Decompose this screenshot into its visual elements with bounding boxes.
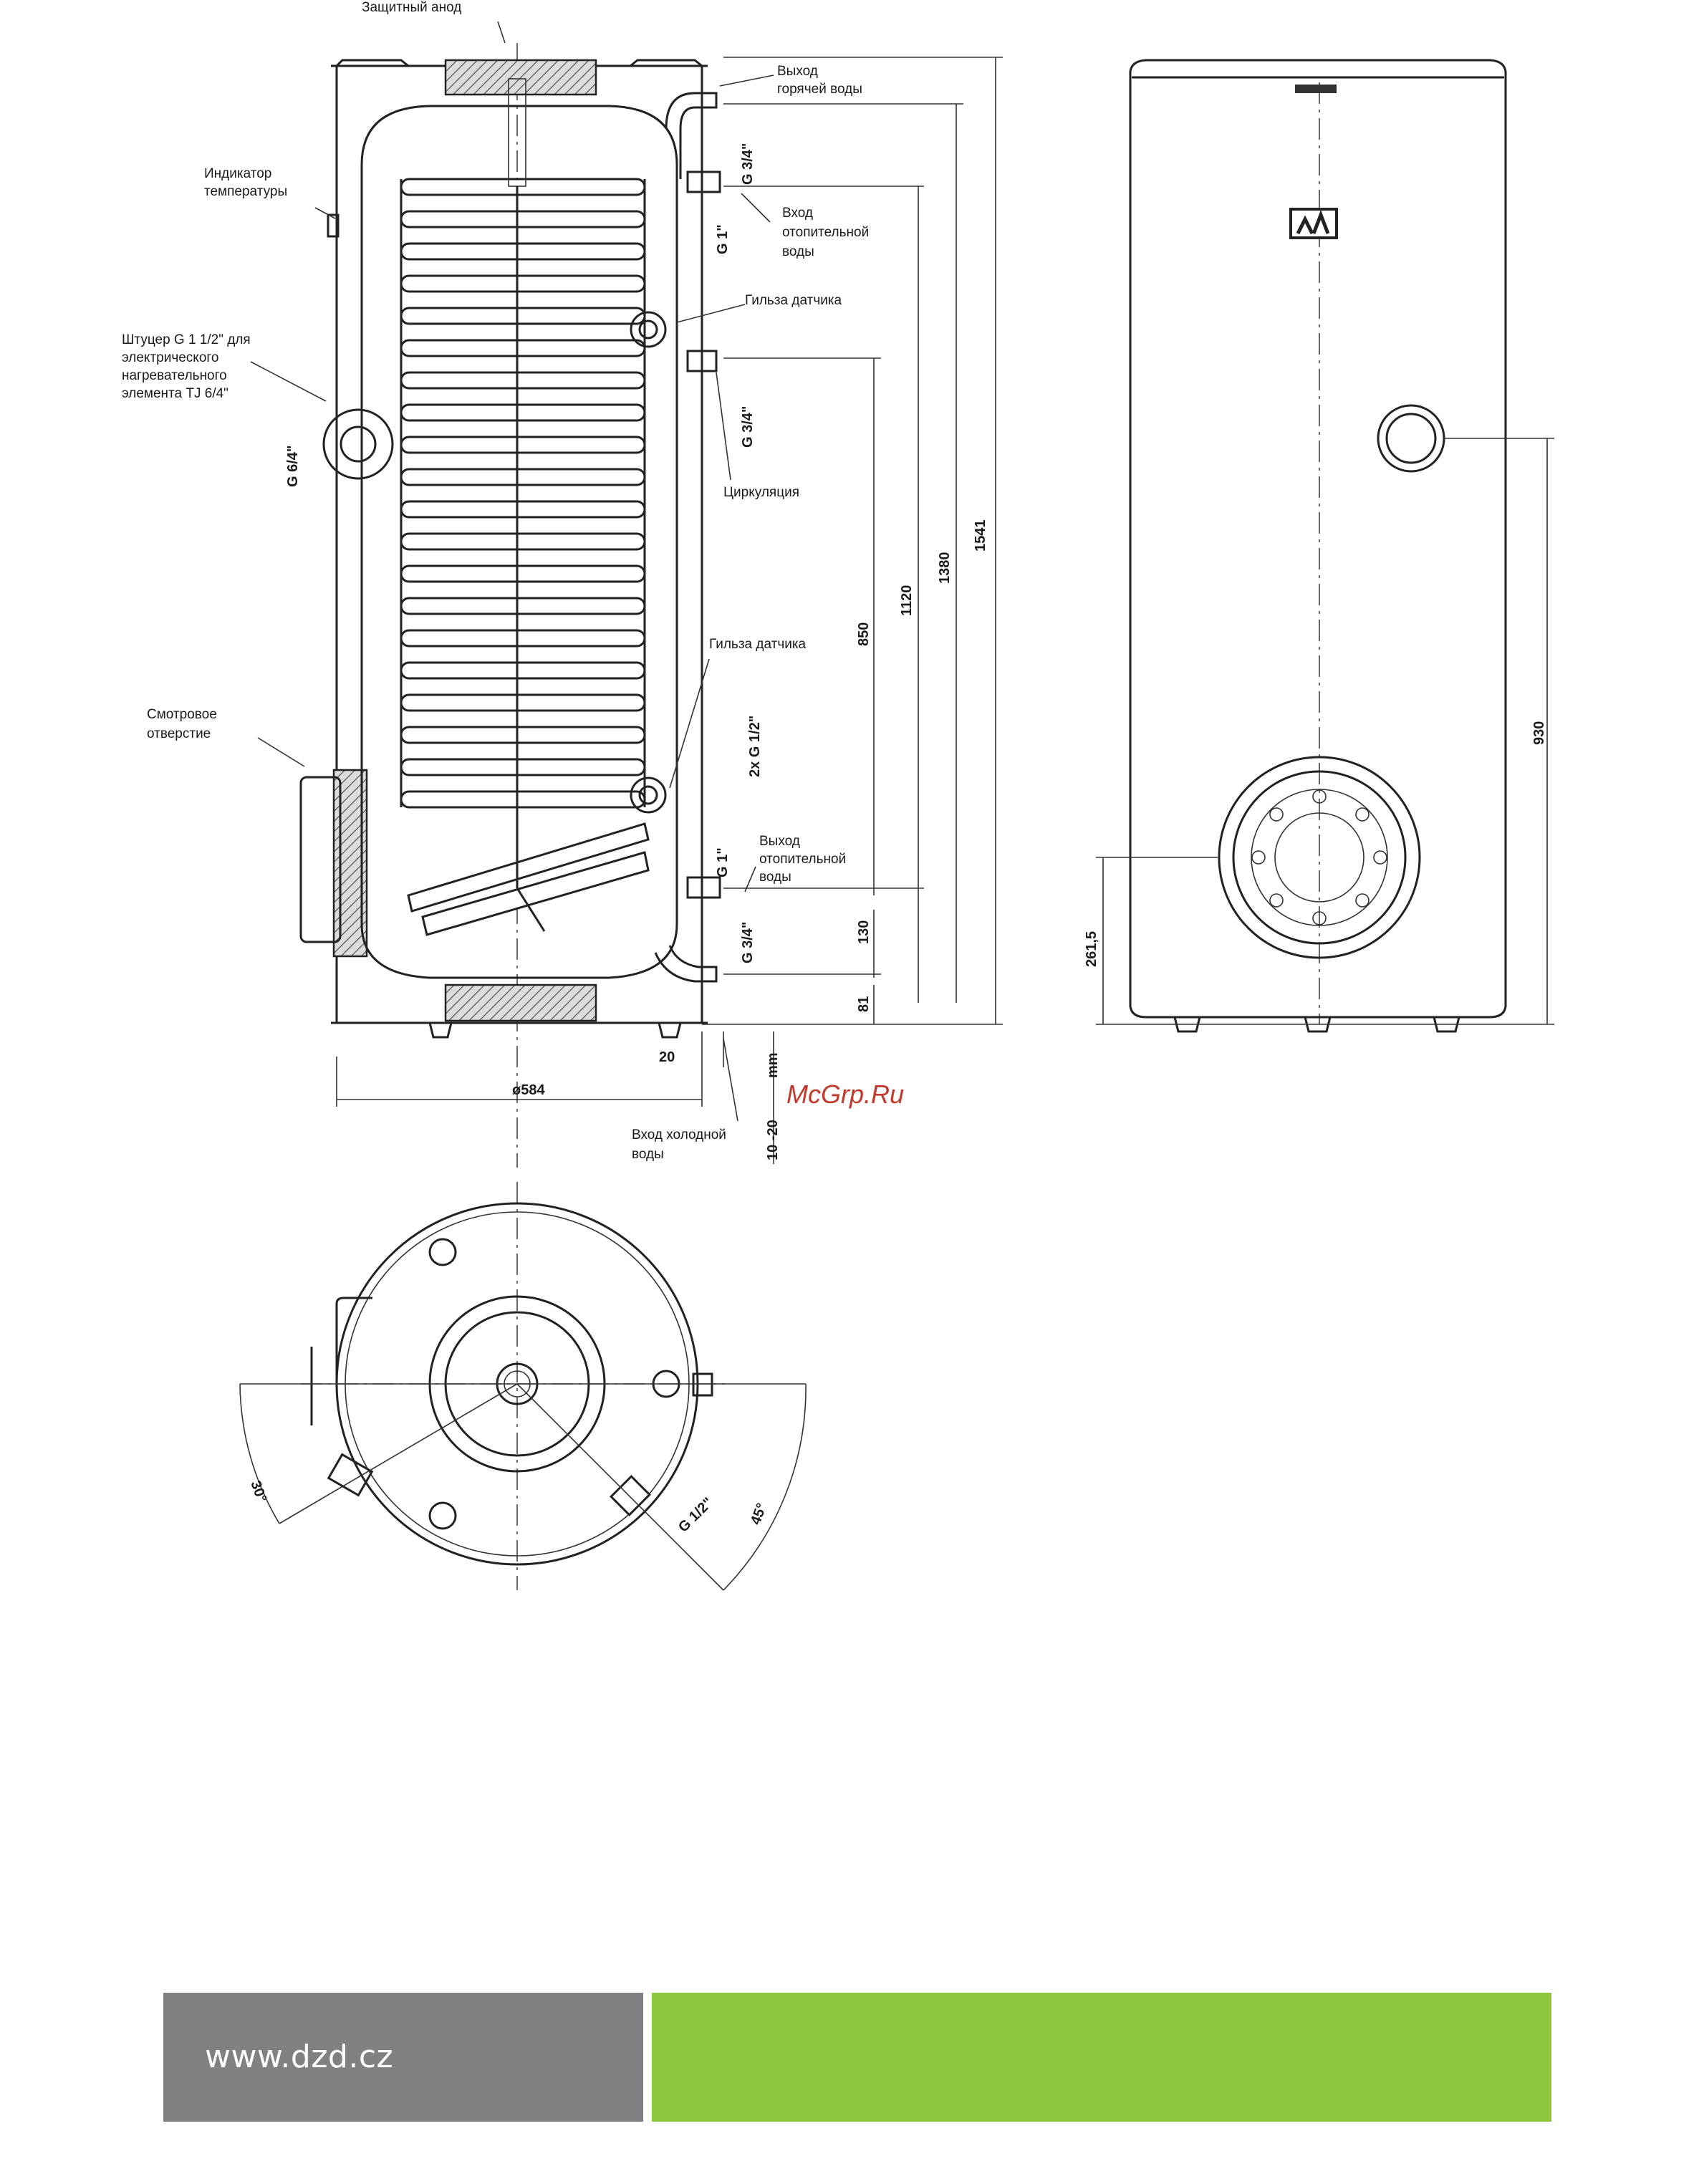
electric-heater-port [322, 408, 394, 480]
top-insulation [444, 59, 597, 96]
plan-view: 30° 45° G 1/2" [239, 1182, 807, 1591]
bottom-insulation [444, 983, 597, 1022]
thread-g34-top: G 3/4" [740, 143, 756, 185]
leader-lines [250, 21, 774, 1122]
label-fitting-2: электрического [122, 350, 218, 365]
angle-45: 45° [748, 1501, 770, 1527]
inspection-cover [299, 776, 342, 943]
footer-green-band [652, 1993, 1551, 2122]
dim-10-20: 10 -20 [765, 1120, 781, 1160]
label-heat-in-2: отопительной [782, 225, 869, 240]
dim-unit-mm: mm [765, 1052, 781, 1078]
left-fittings [299, 213, 394, 943]
sensor-sleeve-top [630, 311, 667, 348]
flange [1218, 756, 1421, 959]
label-sensor-top: Гильза датчика [745, 293, 842, 308]
dim-584: ø584 [512, 1082, 545, 1098]
section-view: Защитный анод Выход горячей воды Индикат… [122, 0, 1003, 1168]
label-circulation: Циркуляция [723, 485, 799, 500]
temperature-indicator [327, 213, 340, 238]
right-fittings [630, 92, 721, 983]
front-view: 930 261,5 [1084, 59, 1554, 1033]
watermark: McGrp.Ru [786, 1079, 904, 1109]
dim-930: 930 [1531, 721, 1547, 745]
nameplate [1295, 85, 1337, 93]
sensor-sleeve-bottom [630, 776, 667, 814]
label-hot-out-2: горячей воды [777, 82, 862, 97]
dim-130: 130 [856, 920, 872, 944]
thread-g1-top: G 1" [715, 224, 731, 254]
footer-url[interactable]: www.dzd.cz [205, 2039, 394, 2075]
dim-261: 261,5 [1084, 931, 1099, 967]
label-heat-out-1: Выход [759, 834, 800, 849]
label-cold-in-1: Вход холодной [632, 1127, 726, 1142]
thread-g64: G 6/4" [285, 446, 301, 487]
inner-vessel [360, 105, 678, 979]
label-heat-in-3: воды [782, 244, 814, 259]
logo-mark [1296, 210, 1330, 235]
label-sensor-bottom: Гильза датчика [709, 637, 807, 652]
front-jacket [1129, 59, 1507, 1019]
dim-81: 81 [856, 996, 872, 1012]
dim-850: 850 [856, 622, 872, 646]
label-heat-out-2: отопительной [759, 852, 846, 867]
label-inspection-2: отверстие [147, 726, 211, 741]
label-anode: Защитный анод [362, 0, 461, 15]
thread-g1-bottom: G 1" [715, 847, 731, 877]
label-heat-in-1: Вход [782, 206, 813, 221]
label-heat-out-3: воды [759, 870, 791, 885]
label-temp-2: температуры [204, 184, 287, 199]
label-cold-in-2: воды [632, 1147, 664, 1162]
dim-1120: 1120 [899, 585, 915, 616]
thread-g12-double: 2x G 1/2" [747, 716, 763, 777]
angle-30: 30° [247, 1478, 269, 1504]
label-hot-out-1: Выход [777, 64, 818, 79]
vertical-dimensions [336, 57, 1003, 1164]
label-inspection-1: Смотровое [147, 707, 217, 722]
label-temp-1: Индикатор [204, 166, 271, 181]
circulation-port [1377, 404, 1445, 473]
thread-g12-plan: G 1/2" [675, 1495, 716, 1536]
dim-1541: 1541 [973, 520, 988, 552]
label-fitting-4: элемента TJ 6/4" [122, 386, 228, 401]
label-fitting-3: нагревательного [122, 368, 227, 383]
thread-g34-bottom: G 3/4" [740, 922, 756, 963]
heat-exchanger-coil [400, 178, 650, 936]
label-fitting-1: Штуцер G 1 1/2" для [122, 332, 251, 347]
dim-1380: 1380 [937, 552, 953, 585]
footer-grey-band: www.dzd.cz [163, 1993, 643, 2122]
thread-g34-circ: G 3/4" [740, 406, 756, 448]
dim-20: 20 [659, 1049, 675, 1065]
